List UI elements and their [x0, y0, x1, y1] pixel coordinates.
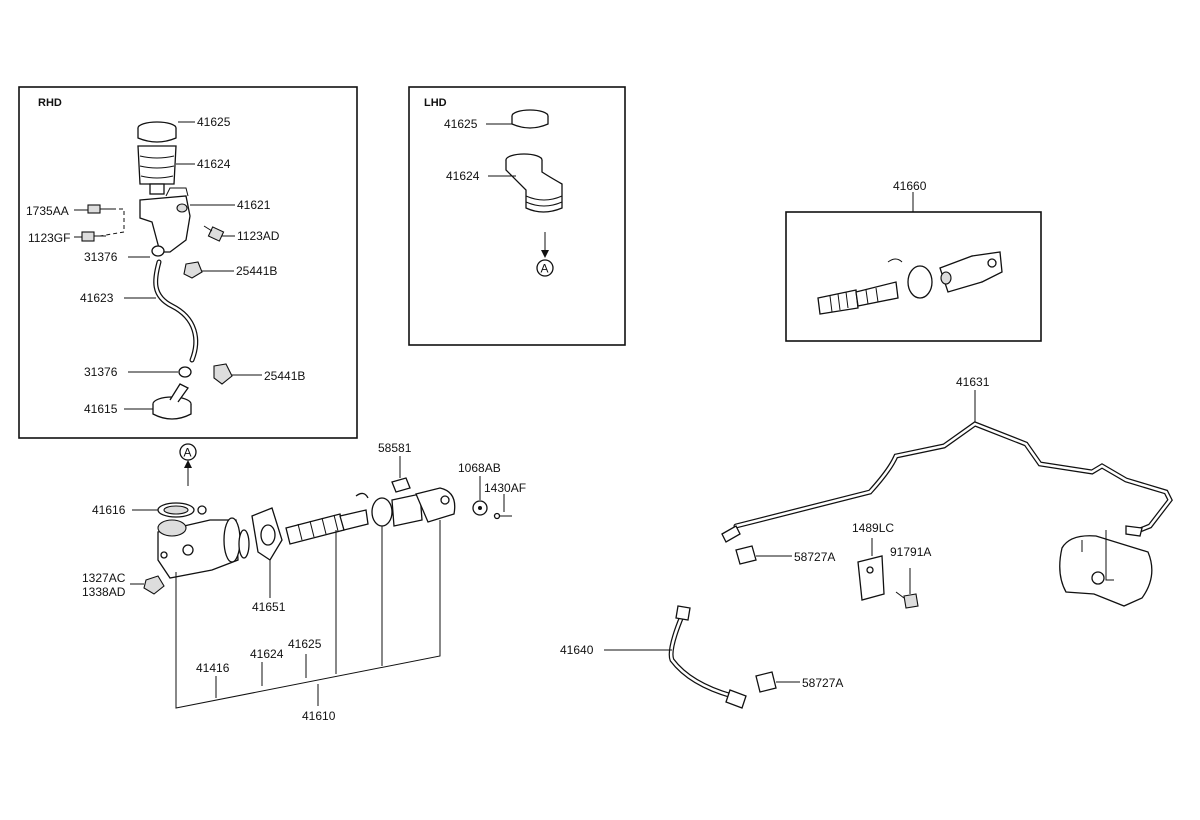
rhd-25441B-bottom-label: 25441B — [264, 369, 305, 383]
rhd-31376-bottom-label: 31376 — [84, 365, 118, 379]
clip-58727A-lower[interactable] — [755, 671, 777, 693]
bolt-91791A-label: 91791A — [890, 545, 931, 559]
ref-marker-a-rhd: A — [179, 443, 197, 486]
clutch-pipe-group: 41631 58727A 1489LC 91791A — [721, 375, 1173, 609]
clip-58727A-upper[interactable] — [735, 545, 757, 565]
mc-58581-label: 58581 — [378, 441, 412, 455]
lhd-title: LHD — [424, 97, 447, 109]
kit-41660-label: 41660 — [893, 179, 927, 193]
cylinder-piston-spring[interactable] — [285, 509, 369, 545]
rhd-reservoir-cap[interactable] — [137, 121, 177, 143]
mc-41416-label: 41416 — [196, 661, 230, 675]
clip-58727A-lower-label: 58727A — [802, 676, 843, 690]
bracket-1489LC-label: 1489LC — [852, 521, 894, 535]
lhd-reservoir-cap[interactable] — [511, 109, 549, 129]
rhd-31376-top-label: 31376 — [84, 250, 118, 264]
rhd-41623-label: 41623 — [80, 291, 114, 305]
rhd-frame — [18, 86, 358, 439]
svg-text:A: A — [541, 262, 549, 276]
rhd-41621-label: 41621 — [237, 198, 271, 212]
lhd-41625-label: 41625 — [444, 117, 478, 131]
lhd-frame — [408, 86, 626, 346]
cylinder-gasket[interactable] — [251, 507, 283, 561]
kit-push-rod-assembly[interactable] — [817, 251, 1003, 315]
rhd-reservoir-hose[interactable] — [153, 259, 199, 363]
rhd-reservoir-bracket[interactable] — [139, 187, 191, 253]
clutch-hose[interactable] — [668, 605, 747, 709]
clip-58727A-upper-label: 58727A — [794, 550, 835, 564]
rhd-hose-clamp-top[interactable] — [151, 245, 165, 257]
mc-1430AF-label: 1430AF — [484, 481, 526, 495]
cylinder-nut-1327AC[interactable] — [143, 575, 165, 595]
rhd-clip-25441B-bottom[interactable] — [213, 363, 233, 385]
cylinder-body[interactable] — [157, 517, 250, 579]
bracket-1489LC[interactable] — [857, 555, 885, 601]
mc-1338AD-label: 1338AD — [82, 585, 126, 599]
rhd-41624-label: 41624 — [197, 157, 231, 171]
rhd-title: RHD — [38, 97, 62, 109]
rhd-bolt-1123GF[interactable] — [81, 231, 106, 242]
mc-1068AB-label: 1068AB — [458, 461, 501, 475]
mc-41625-label: 41625 — [288, 637, 322, 651]
rhd-1123GF-label: 1123GF — [28, 231, 70, 245]
rhd-reservoir[interactable] — [137, 145, 177, 195]
rhd-bolt-1735AA[interactable] — [87, 204, 112, 214]
bolt-91791A[interactable] — [895, 591, 919, 609]
rhd-clip-25441B-top[interactable] — [183, 261, 203, 279]
lhd-reservoir[interactable] — [505, 153, 563, 213]
release-cylinder[interactable] — [1059, 530, 1153, 607]
mc-41616-label: 41616 — [92, 503, 126, 517]
rhd-1735AA-label: 1735AA — [26, 204, 69, 218]
rhd-reservoir-fitting[interactable] — [152, 383, 192, 420]
rhd-1123AD-label: 1123AD — [237, 229, 280, 243]
cylinder-bolt-58581[interactable] — [391, 477, 411, 493]
master-cylinder-group: 58581 1068AB 1430AF 41616 1327AC 1338AD … — [82, 441, 526, 723]
svg-text:A: A — [184, 446, 192, 460]
cylinder-boot-pushrod[interactable] — [355, 487, 456, 527]
cylinder-pin-1430AF[interactable] — [493, 512, 513, 520]
rhd-41615-label: 41615 — [84, 402, 118, 416]
mc-41651-label: 41651 — [252, 600, 286, 614]
hose-41640-label: 41640 — [560, 643, 594, 657]
line-41631-label: 41631 — [956, 375, 990, 389]
clutch-hose-group: 41640 58727A — [560, 605, 843, 709]
lhd-reservoir-group: LHD 41625 41624 A — [408, 86, 626, 346]
mc-41610-label: 41610 — [302, 709, 336, 723]
cylinder-cap-41616[interactable] — [157, 502, 207, 518]
mc-41624-label: 41624 — [250, 647, 284, 661]
clutch-pipe[interactable] — [721, 421, 1173, 543]
rhd-41625-label: 41625 — [197, 115, 231, 129]
lhd-41624-label: 41624 — [446, 169, 480, 183]
repair-kit-group: 41660 — [785, 179, 1042, 342]
rhd-reservoir-group: RHD 41625 41624 41621 1735AA — [18, 86, 358, 439]
rhd-hose-clamp-bottom[interactable] — [178, 366, 192, 378]
cylinder-washer-1068AB[interactable] — [472, 500, 488, 516]
ref-marker-a-lhd: A — [536, 232, 554, 277]
rhd-bolt-1123AD[interactable] — [203, 225, 225, 242]
mc-1327AC-label: 1327AC — [82, 571, 126, 585]
rhd-25441B-top-label: 25441B — [236, 264, 277, 278]
